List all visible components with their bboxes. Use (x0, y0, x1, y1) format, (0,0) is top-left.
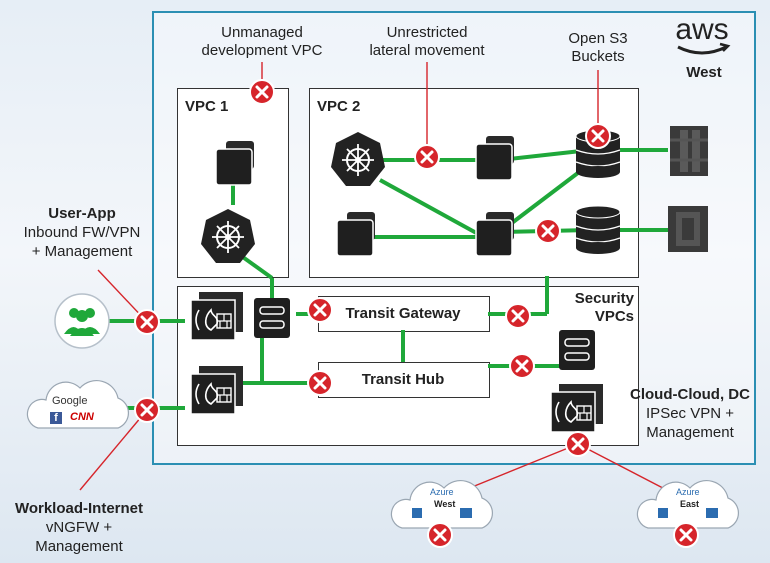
threat-icon-azure-west (426, 521, 454, 549)
transit-hub-box (318, 362, 490, 398)
threat-icon-vpc2-db (534, 217, 562, 245)
threat-icon-transit-gateway-right (504, 302, 532, 330)
s3-bucket-db-bottom (575, 205, 621, 255)
vpn-router-icon (253, 297, 291, 339)
vpc1-label: VPC 1 (185, 98, 229, 115)
transit-gateway-label: Transit Gateway (345, 305, 461, 322)
api-gateway-icon (670, 126, 708, 176)
user-app-label: User-App Inbound FW/VPN + Management (10, 204, 154, 261)
transit-hub-label: Transit Hub (361, 371, 445, 388)
threat-icon-open-s3 (584, 122, 612, 150)
azure-west-brand: Azure (430, 487, 454, 497)
cloud-dc-line: Management (646, 424, 734, 441)
threat-icon-azure-east (672, 521, 700, 549)
annotation-line: Unrestricted (386, 24, 468, 41)
facebook-icon: f (50, 412, 62, 424)
threat-icon-user-app (133, 308, 161, 336)
azure-east-region: East (680, 499, 700, 509)
vpc2-compute-node-top (475, 135, 515, 181)
aws-logo: aws (675, 13, 729, 46)
cloud-dc-label: Cloud-Cloud, DC IPSec VPN + Management (618, 385, 762, 442)
aws-logo-smile (677, 45, 727, 55)
annotation-line: Open S3 (568, 30, 628, 47)
threat-icon-cloud-dc (564, 430, 592, 458)
google-logo-text: Google (52, 395, 88, 407)
threat-icon-lateral-movement (413, 143, 441, 171)
firewall-icon-inbound (190, 291, 244, 341)
security-vpcs-label: Security VPCs (560, 290, 634, 326)
workload-internet-label: Workload-Internet vNGFW + Management (4, 499, 154, 556)
users-group-icon (54, 293, 110, 349)
cnn-logo-text: CNN (70, 411, 94, 423)
threat-icon-transit-hub-right (508, 352, 536, 380)
workload-title: Workload-Internet (14, 500, 144, 517)
vpc1-compute-node (215, 140, 255, 186)
user-app-line: Inbound FW/VPN (23, 224, 141, 241)
threat-icon-workload-internet (133, 396, 161, 424)
firewall-icon-cloud (550, 383, 604, 433)
annotation-unmanaged-vpc: Unmanaged development VPC (191, 24, 333, 60)
vpc2-kubernetes-icon (330, 131, 386, 187)
annotation-lateral-movement: Unrestricted lateral movement (357, 24, 497, 60)
user-app-title: User-App (48, 205, 116, 222)
annotation-line: Unmanaged (221, 24, 303, 41)
vpc1-kubernetes-icon (200, 208, 256, 264)
azure-east-cloud (636, 479, 740, 529)
annotation-open-s3: Open S3 Buckets (558, 30, 638, 66)
workload-line: vNGFW + (45, 519, 113, 536)
user-app-line: + Management (31, 243, 133, 260)
annotation-line: lateral movement (369, 42, 485, 59)
cloud-dc-line: IPSec VPN + (646, 405, 734, 422)
annotation-line: Buckets (571, 48, 625, 65)
vpc2-compute-node-left (336, 211, 376, 257)
vpn-router-icon-dc (558, 329, 596, 371)
security-label-line: VPCs (594, 308, 634, 325)
azure-east-brand: Azure (676, 487, 700, 497)
workload-line: Management (35, 538, 123, 555)
azure-west-cloud (390, 479, 494, 529)
annotation-line: development VPC (201, 42, 323, 59)
vpc2-label: VPC 2 (317, 98, 361, 115)
cloud-dc-title: Cloud-Cloud, DC (630, 386, 750, 403)
vpc2-compute-node-right (475, 211, 515, 257)
azure-west-region: West (434, 499, 456, 509)
aws-region-label: West (686, 64, 722, 81)
threat-icon-unmanaged-vpc (248, 78, 276, 106)
lambda-service-icon (668, 206, 708, 252)
firewall-icon-outbound (190, 365, 244, 415)
security-label-line: Security (574, 290, 634, 307)
